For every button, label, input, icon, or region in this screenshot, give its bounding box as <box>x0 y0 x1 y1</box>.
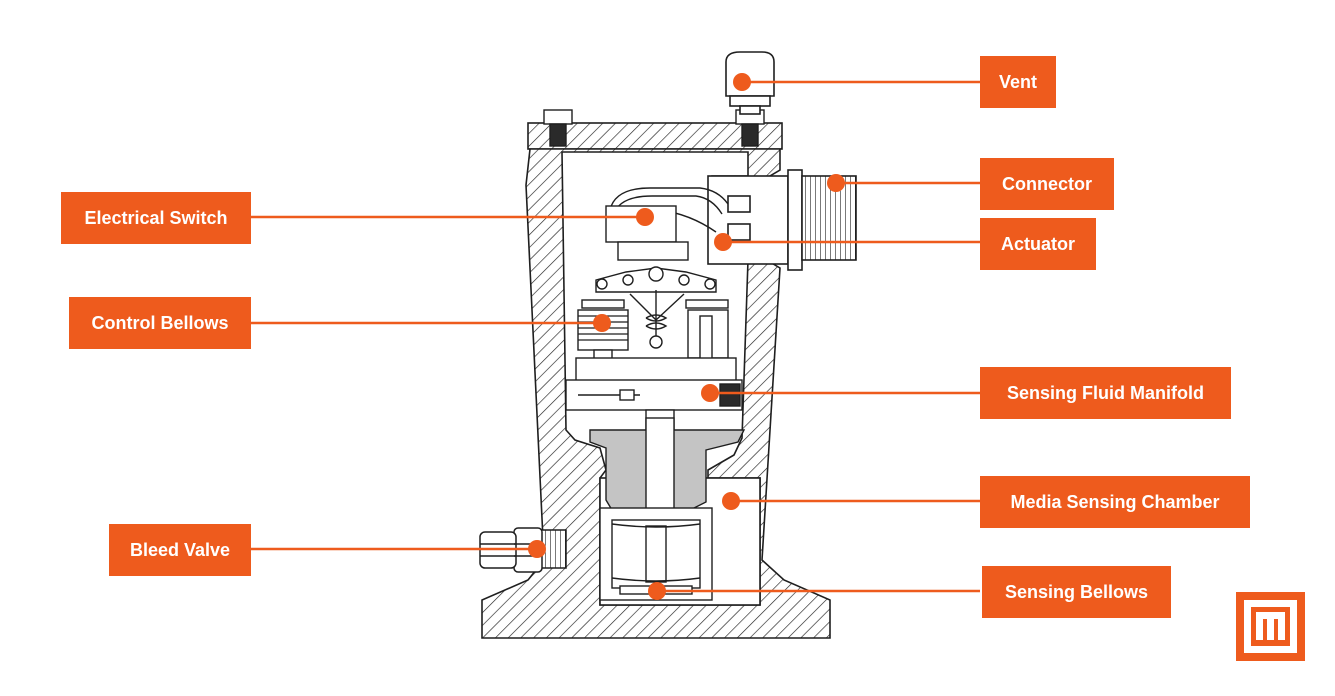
sensing-bellows-assembly <box>599 507 713 601</box>
label-media-sensing-chamber: Media Sensing Chamber <box>980 476 1250 528</box>
label-vent: Vent <box>980 56 1056 108</box>
label-bleed-valve: Bleed Valve <box>109 524 251 576</box>
lid-bolt-left <box>543 109 573 147</box>
label-control-bellows: Control Bellows <box>69 297 251 349</box>
callout-dots <box>528 73 845 600</box>
label-connector: Connector <box>980 158 1114 210</box>
media-sensing-chamber-fill <box>589 417 746 511</box>
label-electrical-switch: Electrical Switch <box>61 192 251 244</box>
m-brand-logo-icon <box>1236 592 1305 661</box>
housing-cover <box>527 122 783 150</box>
label-sensing-bellows: Sensing Bellows <box>982 566 1171 618</box>
label-actuator: Actuator <box>980 218 1096 270</box>
label-sensing-fluid-manifold: Sensing Fluid Manifold <box>980 367 1231 419</box>
connector-fitting <box>707 169 857 271</box>
callout-leaders <box>251 80 980 593</box>
